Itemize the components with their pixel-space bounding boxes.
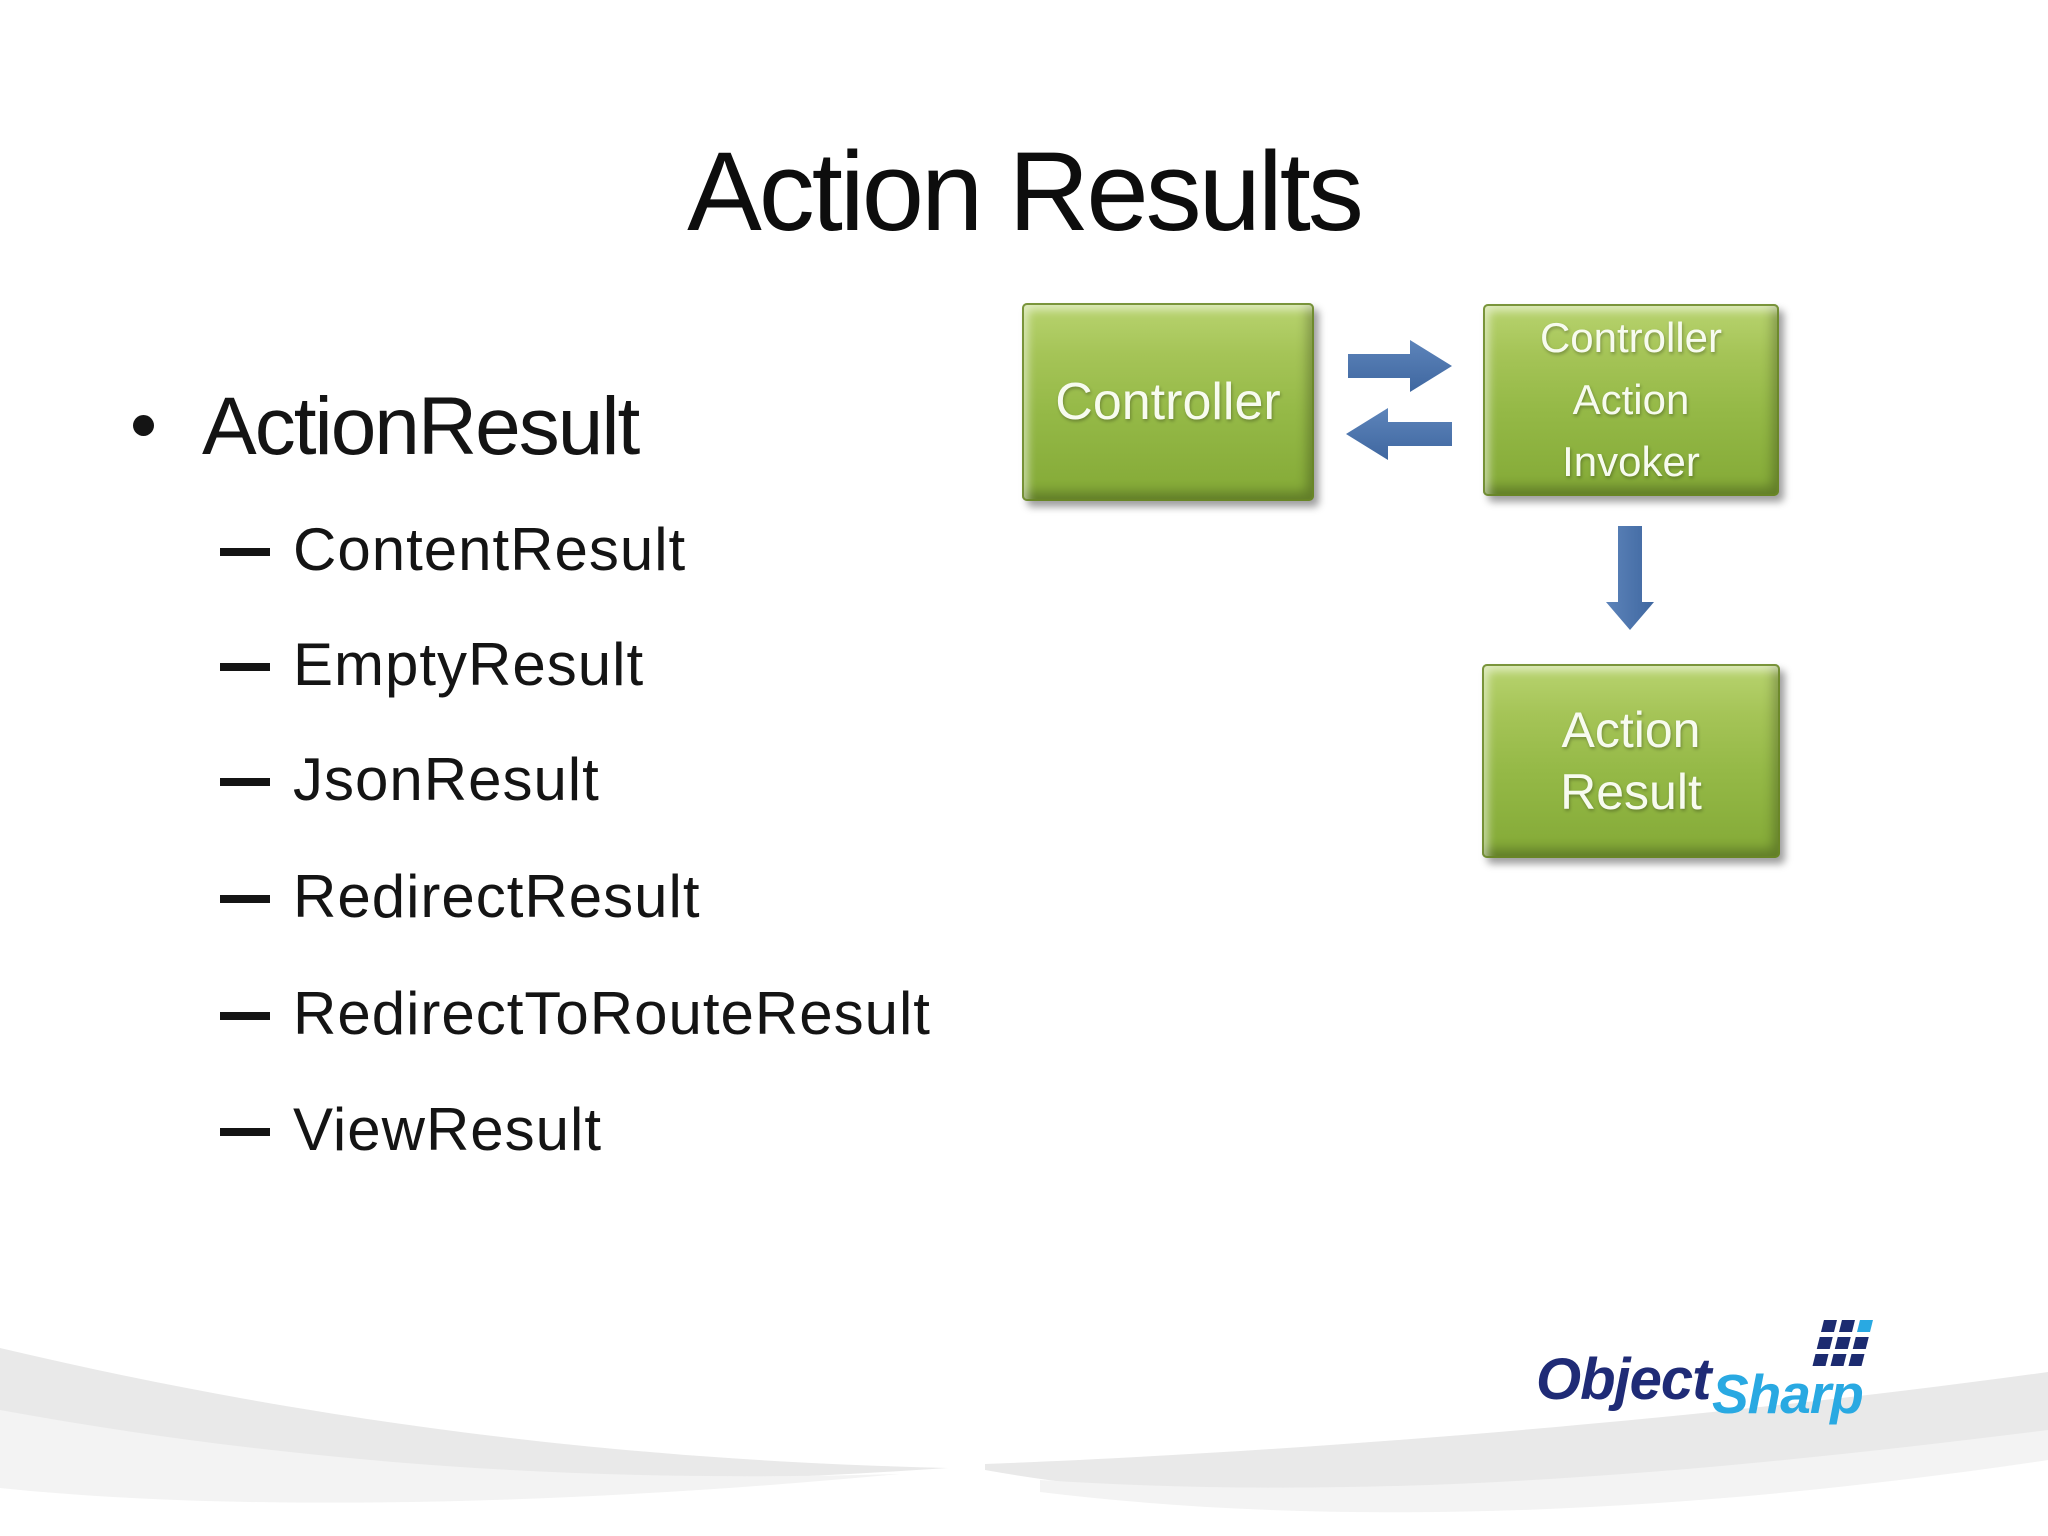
sub-bullet-item: ContentResult xyxy=(220,520,686,580)
sub-bullet-item: EmptyResult xyxy=(220,635,644,695)
sub-bullet-label: ViewResult xyxy=(293,1096,603,1163)
sub-bullet-label: ContentResult xyxy=(293,516,687,583)
action-result-box-line: Result xyxy=(1560,764,1702,820)
invoker-box-line: Action xyxy=(1572,376,1690,423)
objectsharp-logo: Object Sharp xyxy=(1536,1310,1886,1430)
invoker-box-line: Controller xyxy=(1539,314,1723,361)
sub-bullet-label: RedirectToRouteResult xyxy=(293,980,931,1047)
bullet-dot-icon xyxy=(133,415,154,436)
slide-title: Action Results xyxy=(687,129,1364,254)
sub-bullet-item: RedirectToRouteResult xyxy=(220,984,931,1044)
controller-box: Controller xyxy=(1022,303,1314,501)
bullet-main-label: ActionResult xyxy=(202,381,640,472)
right-arrow-icon xyxy=(1348,340,1452,392)
controller-box-label: Controller xyxy=(1055,373,1281,431)
logo-object-text: Object xyxy=(1536,1347,1711,1412)
down-arrow-icon xyxy=(1606,526,1654,630)
sharp-grid-icon xyxy=(1812,1320,1878,1368)
bullet-item-main: ActionResult xyxy=(133,386,640,468)
dash-marker-icon xyxy=(220,895,270,903)
action-result-box: Action Result xyxy=(1482,664,1780,858)
logo-sharp-text: Sharp xyxy=(1712,1363,1864,1425)
sub-bullet-item: RedirectResult xyxy=(220,867,701,927)
dash-marker-icon xyxy=(220,778,270,786)
sub-bullet-label: EmptyResult xyxy=(293,631,645,698)
invoker-box-line: Invoker xyxy=(1562,438,1700,485)
sub-bullet-label: RedirectResult xyxy=(293,863,701,930)
left-arrow-icon xyxy=(1346,408,1452,460)
action-result-box-line: Action xyxy=(1561,702,1701,758)
sub-bullet-item: JsonResult xyxy=(220,750,600,810)
sub-bullet-label: JsonResult xyxy=(293,746,600,813)
dash-marker-icon xyxy=(220,548,270,556)
controller-action-invoker-box: Controller Action Invoker xyxy=(1483,304,1779,496)
dash-marker-icon xyxy=(220,1128,270,1136)
dash-marker-icon xyxy=(220,1012,270,1020)
dash-marker-icon xyxy=(220,663,270,671)
sub-bullet-item: ViewResult xyxy=(220,1100,602,1160)
